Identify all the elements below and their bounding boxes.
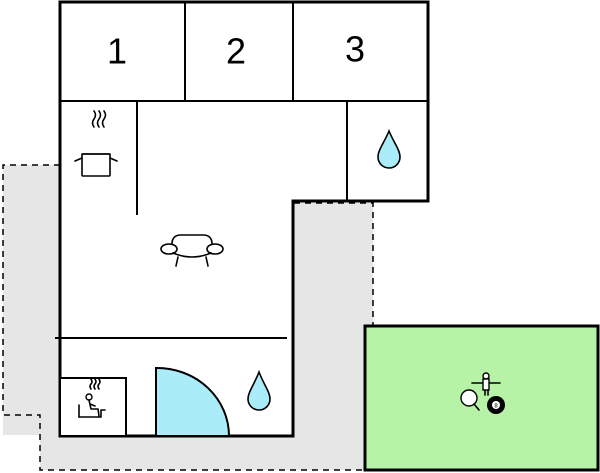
interior-walls (55, 2, 428, 437)
terrace-outline (2, 164, 374, 471)
water-drop-icon-lower (247, 369, 271, 411)
table-football-ping-pong-billiards-icon: 8 (460, 372, 505, 414)
terrace-left-strip (3, 165, 60, 415)
recreation-floor (363, 324, 600, 472)
room-label-3: 3 (345, 29, 365, 70)
terrace-area (2, 164, 374, 471)
terrace-right-strip (294, 203, 373, 326)
room-label-1: 1 (107, 31, 127, 72)
door-swing (155, 366, 231, 437)
sauna-icon (78, 378, 106, 418)
terrace-bottom-strip (40, 436, 365, 470)
terrace-left-corner (40, 415, 60, 436)
billiard-ball-number: 8 (494, 404, 498, 410)
room-label-2: 2 (226, 31, 246, 72)
cooking-pot-icon (74, 110, 118, 177)
sofa-icon (160, 234, 224, 267)
sauna-room (59, 377, 127, 437)
recreation-room (363, 324, 600, 472)
door (155, 366, 231, 437)
water-drop-icon (377, 128, 401, 169)
